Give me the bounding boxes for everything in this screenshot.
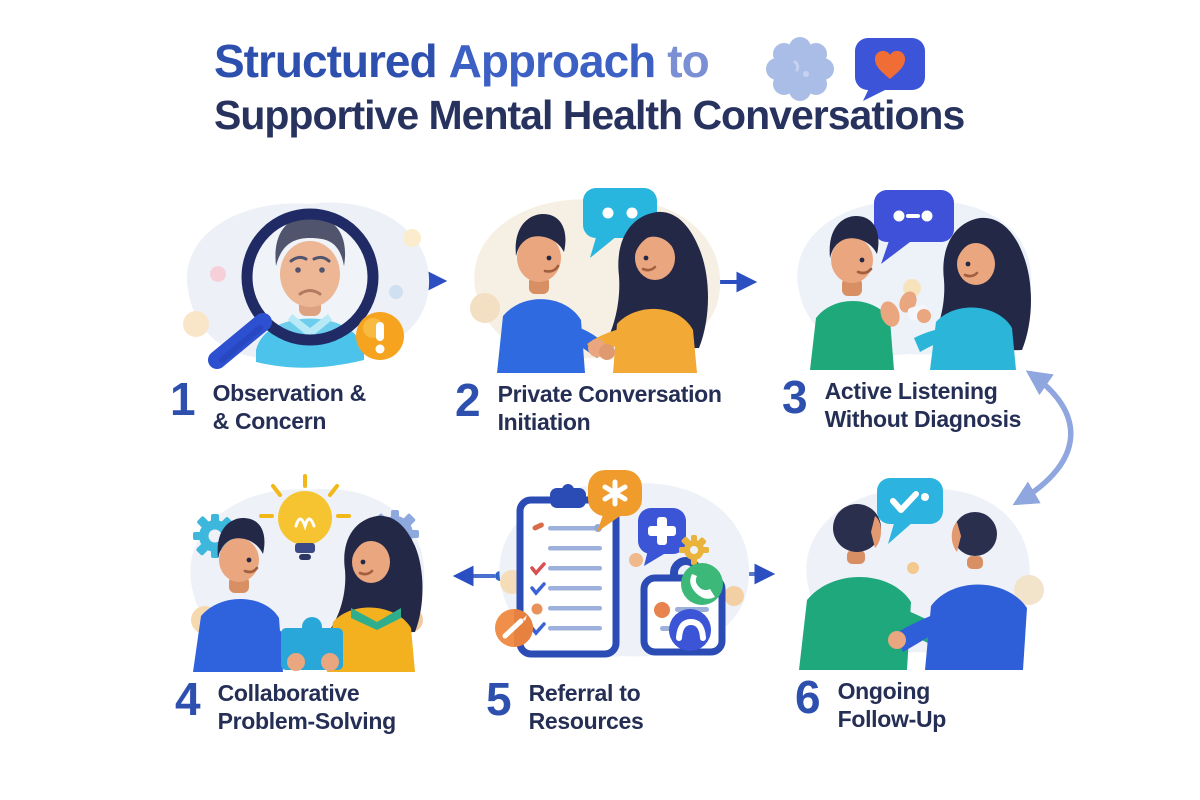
phone-icon-green xyxy=(681,563,723,605)
step-6-illustration xyxy=(799,478,1044,670)
step-1-illustration xyxy=(183,202,430,369)
phone-icon-blue xyxy=(669,609,711,651)
puzzle-piece-icon xyxy=(281,617,343,671)
step-2-number: 2 xyxy=(455,374,481,426)
step-3-active-listening: 3 Active Listening Without Diagnosis xyxy=(772,182,1052,433)
lightbulb-icon xyxy=(259,474,351,560)
step-2-title-line1: Private Conversation xyxy=(497,381,722,407)
step-5-title-line2: Resources xyxy=(528,708,644,735)
step-3-title-line1: Active Listening xyxy=(824,378,998,404)
step-4-collaborative: 4 Collaborative Problem-Solving xyxy=(165,470,445,735)
step-2-label: 2 Private Conversation Initiation xyxy=(445,377,745,436)
page-title-line2: Supportive Mental Health Conversations xyxy=(214,92,965,138)
step-3-illustration xyxy=(797,190,1032,370)
step-5-number: 5 xyxy=(486,673,512,725)
person-man-blue-back xyxy=(888,512,1027,670)
step-1-label: 1 Observation & & Concern xyxy=(160,376,450,435)
step-3-label: 3 Active Listening Without Diagnosis xyxy=(772,374,1052,433)
clipboard-checklist-icon xyxy=(516,484,620,658)
step-6-label: 6 Ongoing Follow-Up xyxy=(785,674,1050,733)
step-6-number: 6 xyxy=(795,671,821,723)
step-2-illustration xyxy=(470,188,721,373)
step-2-private-conversation: 2 Private Conversation Initiation xyxy=(445,178,745,436)
asterisk-bubble-icon xyxy=(588,470,642,532)
speech-bubble-ellipsis-icon xyxy=(874,190,954,264)
brain-icon xyxy=(766,37,834,101)
step-3-number: 3 xyxy=(782,371,808,423)
checkmark-bubble-icon xyxy=(877,478,943,544)
step-6-title-line2: Follow-Up xyxy=(837,706,947,733)
heart-icon xyxy=(874,50,906,79)
step-6-title-line1: Ongoing xyxy=(837,678,931,704)
person-man-blue xyxy=(193,518,301,672)
step-4-title-line1: Collaborative xyxy=(217,680,360,706)
step-4-number: 4 xyxy=(175,673,201,725)
gear-icon-small xyxy=(679,535,709,565)
step-5-referral: 5 Referral to Resources xyxy=(476,464,771,735)
step-5-illustration xyxy=(495,470,750,658)
step-4-label: 4 Collaborative Problem-Solving xyxy=(165,676,445,735)
step-5-label: 5 Referral to Resources xyxy=(476,676,771,735)
step-4-title-line2: Problem-Solving xyxy=(217,708,397,735)
step-5-title-line1: Referral to xyxy=(528,680,641,706)
person-woman-cyan xyxy=(907,217,1031,370)
person-woman-yellow xyxy=(315,515,423,672)
pencil-badge-icon xyxy=(495,609,533,647)
step-1-number: 1 xyxy=(170,373,196,425)
title-word-to: to xyxy=(667,35,709,87)
medical-plus-bubble-icon xyxy=(638,508,686,566)
step-1-title-line1: Observation & xyxy=(212,380,367,406)
step-1-observation: 1 Observation & & Concern xyxy=(160,182,450,435)
magnifier-icon xyxy=(208,208,379,369)
title-word-approach: Approach xyxy=(448,35,657,87)
step-2-title-line2: Initiation xyxy=(497,409,591,436)
person-man-green xyxy=(810,216,917,370)
step-6-follow-up: 6 Ongoing Follow-Up xyxy=(785,468,1050,733)
alert-exclamation-icon xyxy=(356,312,404,360)
title-word-structured: Structured xyxy=(214,35,438,87)
step-3-title-line2: Without Diagnosis xyxy=(824,406,1022,433)
person-woman-yellow xyxy=(587,211,708,373)
chat-bubble-heart-icon xyxy=(855,38,925,101)
step-1-title-line2: & Concern xyxy=(212,408,327,435)
step-4-illustration xyxy=(190,474,425,672)
